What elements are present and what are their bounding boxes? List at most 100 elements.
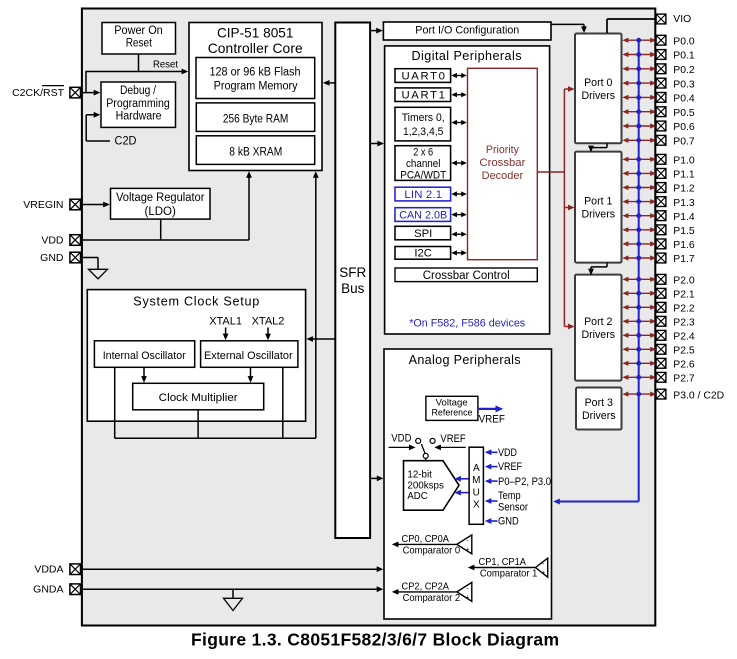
svg-text:Comparator 1: Comparator 1: [480, 568, 538, 580]
svg-text:Debug /: Debug /: [120, 85, 157, 97]
svg-text:ADC: ADC: [407, 491, 427, 502]
svg-text:(LDO): (LDO): [145, 206, 176, 218]
svg-text:M: M: [472, 475, 480, 486]
svg-text:P1.4: P1.4: [673, 212, 695, 223]
svg-text:Port I/O Configuration: Port I/O Configuration: [415, 25, 519, 37]
svg-text:P3.0 / C2D: P3.0 / C2D: [673, 390, 724, 401]
svg-text:-: -: [542, 561, 545, 568]
svg-text:Timers 0,: Timers 0,: [402, 112, 445, 124]
svg-text:P0.0: P0.0: [673, 36, 695, 47]
svg-text:CP1, CP1A: CP1, CP1A: [479, 556, 527, 568]
svg-text:VREGIN: VREGIN: [23, 199, 63, 211]
svg-text:P2.7: P2.7: [673, 374, 695, 385]
svg-text:+: +: [465, 547, 469, 554]
svg-text:GND: GND: [498, 516, 519, 528]
svg-text:P2.0: P2.0: [673, 276, 695, 287]
svg-text:Port 0: Port 0: [584, 77, 612, 89]
svg-text:I2C: I2C: [414, 248, 432, 260]
svg-text:VREF: VREF: [498, 461, 522, 473]
svg-text:P2.1: P2.1: [673, 290, 695, 301]
svg-text:P2.3: P2.3: [673, 318, 695, 329]
svg-text:Drivers: Drivers: [581, 209, 615, 221]
svg-text:Voltage Regulator: Voltage Regulator: [116, 192, 205, 204]
svg-text:P0.7: P0.7: [673, 137, 695, 148]
svg-text:P0.6: P0.6: [673, 122, 695, 133]
svg-text:UART0: UART0: [401, 70, 445, 82]
svg-text:CAN 2.0B: CAN 2.0B: [399, 209, 447, 221]
svg-text:Figure 1.3. C8051F582/3/6/7 Bl: Figure 1.3. C8051F582/3/6/7 Block Diagra…: [191, 630, 559, 650]
svg-text:Internal Oscillator: Internal Oscillator: [103, 350, 186, 362]
svg-text:Program Memory: Program Memory: [214, 81, 298, 93]
svg-text:X: X: [473, 500, 480, 511]
svg-text:P1.6: P1.6: [673, 240, 695, 251]
svg-text:1,2,3,4,5: 1,2,3,4,5: [403, 126, 444, 138]
svg-text:A: A: [473, 463, 480, 474]
svg-text:Digital Peripherals: Digital Peripherals: [412, 49, 522, 63]
svg-text:LIN 2.1: LIN 2.1: [404, 189, 442, 201]
svg-text:CP2, CP2A: CP2, CP2A: [402, 581, 450, 593]
svg-text:P0.5: P0.5: [673, 108, 695, 119]
svg-text:256 Byte RAM: 256 Byte RAM: [223, 114, 289, 126]
svg-text:XTAL2: XTAL2: [252, 316, 285, 328]
svg-text:+: +: [541, 570, 545, 577]
svg-text:Drivers: Drivers: [581, 329, 615, 341]
svg-text:Comparator 2: Comparator 2: [403, 592, 461, 604]
svg-text:-: -: [466, 538, 469, 545]
svg-text:P1.3: P1.3: [673, 198, 695, 209]
svg-text:P2.2: P2.2: [673, 304, 695, 315]
svg-text:XTAL1: XTAL1: [209, 316, 242, 328]
svg-text:Crossbar: Crossbar: [479, 157, 525, 169]
svg-text:Controller Core: Controller Core: [208, 41, 303, 56]
svg-text:VREF: VREF: [440, 433, 465, 445]
svg-text:UART1: UART1: [401, 89, 445, 101]
svg-text:C2CK/RST: C2CK/RST: [12, 87, 65, 99]
svg-text:Port 1: Port 1: [584, 196, 612, 208]
svg-text:VIO: VIO: [673, 14, 691, 25]
svg-text:Sensor: Sensor: [498, 501, 528, 513]
svg-text:U: U: [473, 488, 480, 499]
svg-text:Port 3: Port 3: [585, 397, 613, 409]
svg-text:Drivers: Drivers: [582, 410, 616, 422]
svg-text:200ksps: 200ksps: [407, 480, 444, 491]
svg-text:Drivers: Drivers: [581, 90, 615, 102]
svg-text:Clock Multiplier: Clock Multiplier: [159, 392, 238, 404]
svg-text:VDD: VDD: [41, 234, 64, 246]
svg-text:8 kB XRAM: 8 kB XRAM: [229, 147, 282, 159]
svg-text:SPI: SPI: [414, 228, 432, 240]
svg-text:12-bit: 12-bit: [407, 470, 432, 481]
svg-text:System Clock Setup: System Clock Setup: [133, 294, 259, 308]
svg-text:P1.2: P1.2: [673, 184, 695, 195]
svg-text:CIP-51 8051: CIP-51 8051: [217, 26, 294, 41]
svg-text:P1.5: P1.5: [673, 226, 695, 237]
svg-text:P1.7: P1.7: [673, 254, 695, 265]
svg-text:CP0, CP0A: CP0, CP0A: [402, 533, 450, 545]
svg-text:P0.1: P0.1: [673, 51, 695, 62]
svg-text:GNDA: GNDA: [33, 584, 63, 596]
svg-text:Comparator 0: Comparator 0: [403, 545, 461, 557]
svg-text:VDDA: VDDA: [34, 564, 63, 576]
svg-text:VREF: VREF: [479, 413, 506, 425]
svg-text:Decoder: Decoder: [482, 170, 524, 182]
svg-text:P2.5: P2.5: [673, 346, 695, 357]
svg-text:128 or 96 kB Flash: 128 or 96 kB Flash: [210, 67, 301, 79]
svg-text:Voltage: Voltage: [436, 397, 468, 408]
svg-text:Priority: Priority: [486, 144, 519, 156]
svg-text:External Oscillator: External Oscillator: [204, 350, 293, 362]
svg-text:SFR: SFR: [339, 265, 366, 280]
svg-text:P0.3: P0.3: [673, 79, 695, 90]
svg-text:Reset: Reset: [126, 38, 153, 50]
svg-text:P1.0: P1.0: [673, 156, 695, 167]
svg-text:P0–P2, P3.0: P0–P2, P3.0: [498, 476, 551, 488]
svg-text:P2.4: P2.4: [673, 332, 695, 343]
svg-text:Crossbar Control: Crossbar Control: [423, 270, 510, 282]
svg-text:P0.4: P0.4: [673, 94, 695, 105]
svg-text:Temp: Temp: [498, 490, 521, 502]
svg-text:+: +: [465, 595, 469, 602]
svg-text:*On F582, F586 devices: *On F582, F586 devices: [409, 318, 525, 330]
svg-text:VDD: VDD: [498, 447, 517, 459]
svg-text:2 x 6: 2 x 6: [413, 146, 433, 158]
svg-text:Hardware: Hardware: [116, 110, 162, 122]
svg-text:P1.1: P1.1: [673, 170, 695, 181]
svg-text:Bus: Bus: [341, 281, 365, 296]
svg-text:PCA/WDT: PCA/WDT: [400, 169, 446, 181]
